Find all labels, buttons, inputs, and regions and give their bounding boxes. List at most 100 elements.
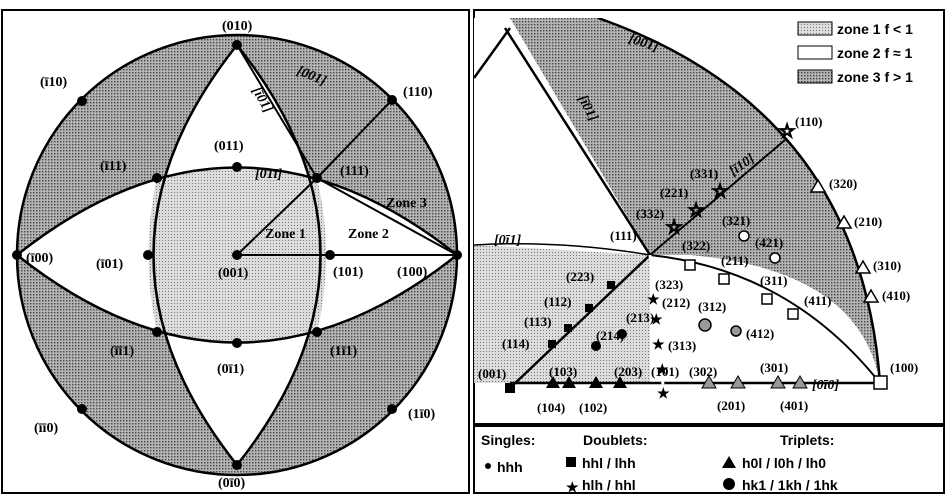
zone-legend: zone 1 f < 1 zone 2 f ≈ 1 zone 3 f > 1 [795, 17, 942, 87]
svg-text:(213): (213) [626, 310, 654, 325]
right-axis-0m10: [0ī0] [812, 378, 840, 393]
svg-text:(210): (210) [854, 214, 882, 229]
label-m111: (ī11) [100, 159, 127, 174]
svg-text:(412): (412) [746, 326, 774, 341]
key-doublets-row2: hlh / hhl [582, 477, 636, 493]
filled-circle-icon [723, 478, 735, 490]
svg-text:(310): (310) [873, 258, 901, 273]
svg-text:(313): (313) [668, 338, 696, 353]
svg-text:(100): (100) [890, 360, 918, 375]
label-m1m10: (īī0) [34, 421, 58, 436]
legend-swatch-zone2 [797, 45, 833, 60]
svg-text:(212): (212) [662, 295, 690, 310]
legend-zone3: zone 3 f > 1 [837, 69, 913, 85]
svg-text:☆: ☆ [688, 200, 705, 220]
svg-text:(312): (312) [698, 299, 726, 314]
svg-text:(114): (114) [502, 336, 529, 351]
right-axis-0m11: [0ī1] [494, 233, 522, 248]
svg-text:(311): (311) [760, 273, 787, 288]
key-singles-title: Singles: [481, 432, 535, 448]
svg-text:(401): (401) [780, 398, 808, 413]
filled-square-icon [566, 457, 576, 467]
label-m101: (ī01) [96, 257, 124, 272]
label-001: (001) [218, 266, 249, 281]
svg-text:(410): (410) [882, 288, 910, 303]
right-labels: (110) (331) (221) (332) (111) (320) (210… [478, 114, 918, 415]
svg-text:(331): (331) [690, 166, 718, 181]
svg-text:(223): (223) [566, 269, 594, 284]
svg-text:(321): (321) [722, 213, 750, 228]
svg-text:☆: ☆ [779, 121, 796, 141]
legend-zone1: zone 1 f < 1 [837, 21, 913, 37]
svg-text:(302): (302) [689, 364, 717, 379]
key-triplets-row2: hk1 / 1kh / 1hk [742, 477, 838, 493]
key-singles-item: hhh [497, 459, 523, 475]
svg-text:☆: ☆ [712, 181, 729, 201]
label-100: (100) [397, 265, 428, 280]
svg-text:(110): (110) [795, 114, 822, 129]
svg-text:☆: ☆ [666, 217, 683, 237]
svg-text:(113): (113) [524, 314, 551, 329]
label-0m10: (0ī0) [218, 476, 246, 491]
zone3-label: Zone 3 [386, 196, 427, 211]
label-m1m11: (īī1) [110, 344, 134, 359]
symbol-key: Singles: hhh Doublets: hhl / lhh ★ hlh /… [473, 425, 945, 495]
svg-text:(104): (104) [537, 400, 565, 415]
filled-triangle-icon [722, 456, 736, 468]
legend-zone2: zone 2 f ≈ 1 [837, 45, 913, 61]
svg-text:(102): (102) [579, 400, 607, 415]
right-stereogram: [001] [ī01] [0ī1] [ī10] [0ī0] ☆ ☆ ☆ ☆ [473, 9, 945, 425]
legend-swatch-zone3 [797, 69, 833, 84]
zone1-region-right [474, 245, 650, 383]
svg-text:★: ★ [650, 312, 663, 328]
dot-icon [485, 463, 491, 469]
zone1-label: Zone 1 [265, 227, 306, 242]
label-m110: (ī10) [40, 75, 68, 90]
key-doublets-row1: hhl / lhh [582, 455, 636, 471]
filled-star-icon: ★ [566, 480, 579, 495]
svg-text:(001): (001) [478, 366, 506, 381]
label-101: (101) [333, 265, 364, 280]
svg-text:(214): (214) [596, 328, 624, 343]
svg-text:(111): (111) [610, 228, 637, 243]
key-triplets-title: Triplets: [780, 432, 834, 448]
svg-text:(211): (211) [721, 253, 748, 268]
label-110: (110) [403, 85, 433, 100]
svg-text:(332): (332) [636, 206, 664, 221]
svg-text:(322): (322) [682, 238, 710, 253]
key-triplets-row1: h0l / l0h / lh0 [742, 455, 826, 471]
svg-text:(112): (112) [544, 294, 571, 309]
left-stereogram: (010) (ī10) (110) (011) (ī11) [01ī] (111… [1, 9, 470, 494]
zone2-label: Zone 2 [348, 227, 389, 242]
label-1m11: (1ī1) [330, 344, 358, 359]
upper-left-region [474, 18, 650, 255]
svg-text:(221): (221) [660, 185, 688, 200]
svg-text:★: ★ [647, 292, 660, 308]
svg-text:(323): (323) [655, 277, 683, 292]
label-111: (111) [340, 164, 369, 179]
pole-labels: (010) (ī10) (110) (011) (ī11) [01ī] (111… [26, 19, 436, 491]
svg-text:(421): (421) [755, 235, 783, 250]
svg-text:(201): (201) [717, 398, 745, 413]
key-doublets-title: Doublets: [583, 432, 648, 448]
right-symbols: ☆ ☆ ☆ ☆ ★ ★ ★ ★ ★ [505, 121, 888, 402]
label-1m10: (1ī0) [408, 407, 436, 422]
svg-text:(411): (411) [804, 293, 831, 308]
label-010: (010) [222, 19, 253, 34]
legend-swatch-zone1 [797, 21, 833, 36]
svg-text:★: ★ [656, 362, 669, 378]
svg-text:(101): (101) [651, 364, 679, 379]
label-0m11: (0ī1) [217, 362, 245, 377]
zone2-region [650, 255, 880, 383]
label-011: (011) [214, 139, 244, 154]
svg-text:(103): (103) [549, 364, 577, 379]
svg-text:★: ★ [652, 337, 665, 353]
svg-text:(301): (301) [760, 360, 788, 375]
svg-text:(203): (203) [614, 364, 642, 379]
svg-text:★: ★ [657, 386, 670, 402]
label-m100: (ī00) [26, 251, 54, 266]
pole-dots [12, 40, 462, 470]
svg-text:(320): (320) [829, 176, 857, 191]
label-01m1-axis: [01ī] [255, 167, 283, 182]
